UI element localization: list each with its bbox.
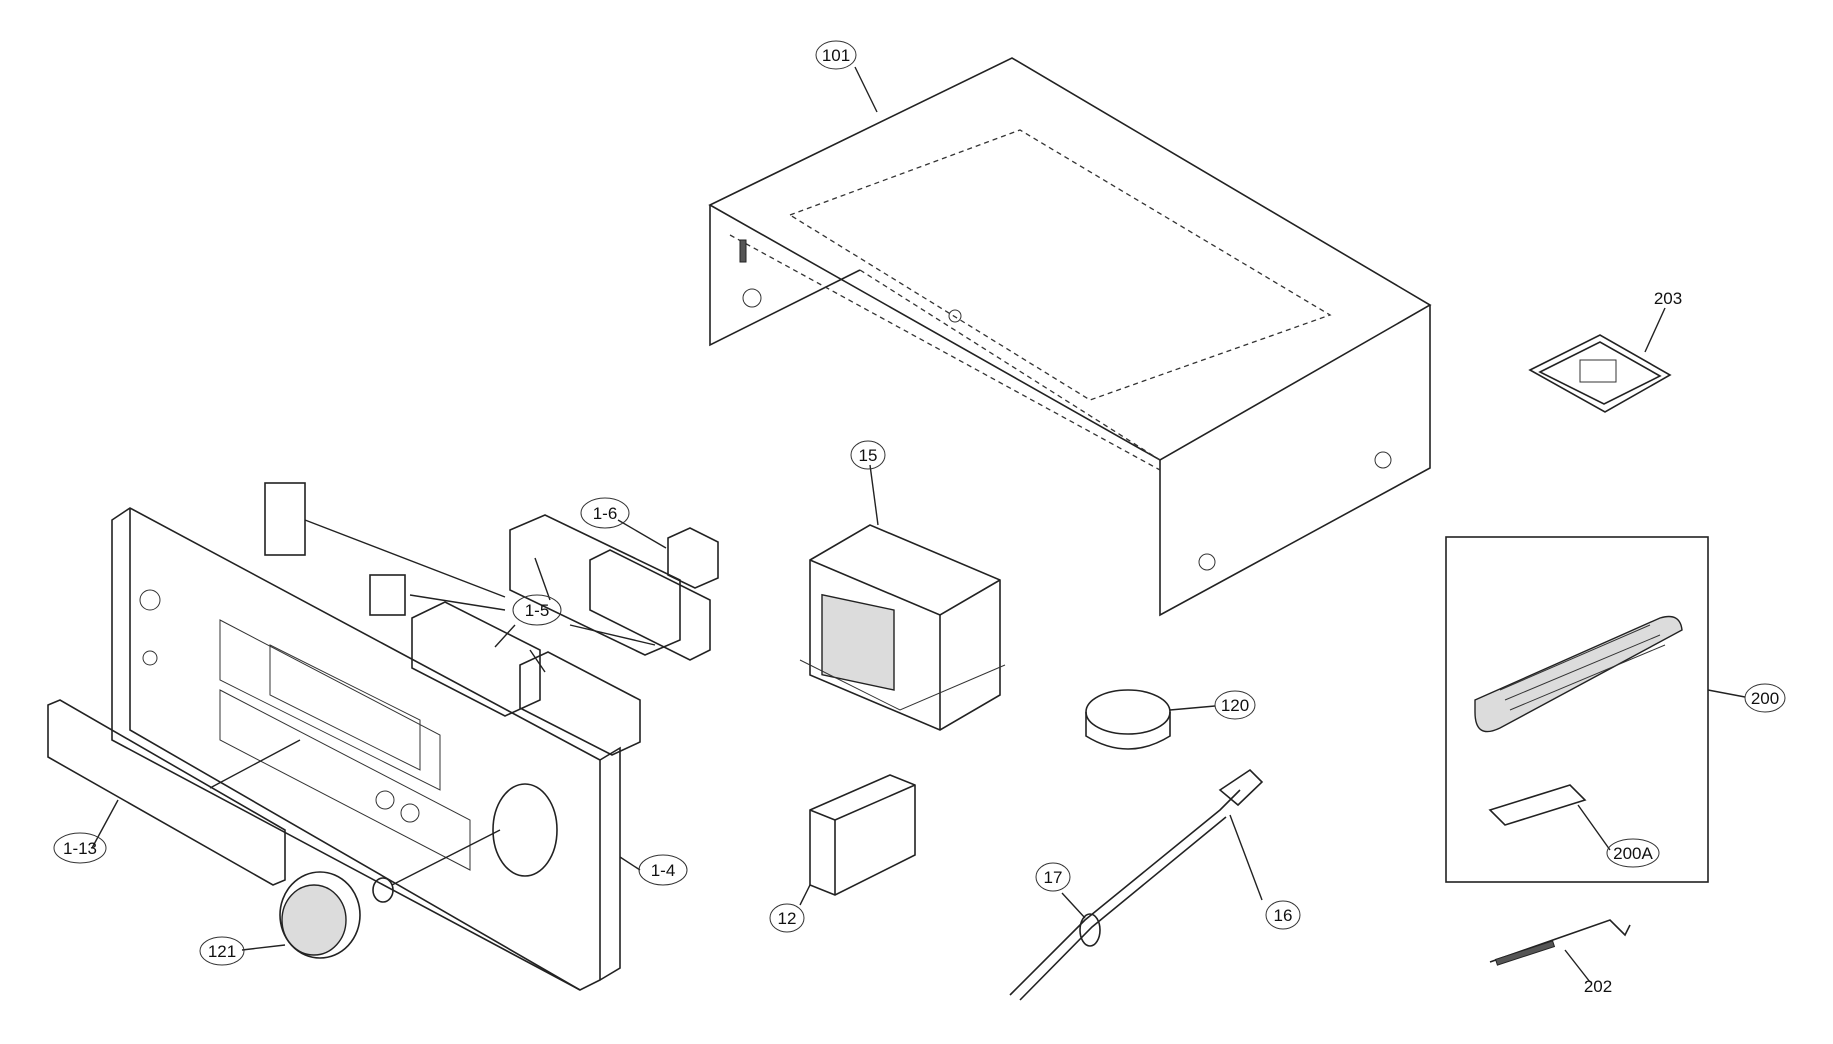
svg-text:15: 15 (859, 446, 878, 465)
callout-1-5: 1-5 (512, 594, 562, 626)
callout-200: 200 (1744, 683, 1786, 713)
svg-text:1-4: 1-4 (651, 861, 676, 880)
callout-202: 202 (1584, 977, 1612, 996)
callout-labels: 101 203 1-6 15 1-5 120 200 1-13 (53, 40, 1786, 996)
part-203-loop-antenna (1528, 307, 1672, 413)
callout-16: 16 (1265, 900, 1301, 930)
svg-text:121: 121 (208, 942, 236, 961)
svg-text:203: 203 (1654, 289, 1682, 308)
callout-12: 12 (769, 903, 805, 933)
callout-15: 15 (850, 440, 886, 470)
callout-1-13: 1-13 (53, 832, 107, 864)
svg-text:16: 16 (1274, 906, 1293, 925)
svg-text:12: 12 (778, 909, 797, 928)
callout-120: 120 (1214, 690, 1256, 720)
part-15-power-transformer (799, 464, 1006, 731)
part-121-volume-knob (241, 829, 501, 959)
svg-text:1-6: 1-6 (593, 504, 618, 523)
svg-text:202: 202 (1584, 977, 1612, 996)
svg-text:1-13: 1-13 (63, 839, 97, 858)
part-17-strain-relief (1061, 892, 1101, 947)
part-1-4-front-panel (111, 507, 641, 991)
part-101-top-cover (708, 57, 1432, 617)
part-200-remote-kit (1445, 536, 1746, 883)
svg-text:200A: 200A (1613, 844, 1653, 863)
part-1-6-jack-board (617, 519, 719, 589)
svg-text:17: 17 (1044, 868, 1063, 887)
callout-1-6: 1-6 (580, 497, 630, 529)
part-120-foot (1085, 689, 1216, 750)
part-16-power-cord (1009, 768, 1264, 1001)
callout-101: 101 (815, 40, 857, 70)
part-12-module (799, 774, 916, 906)
svg-text:120: 120 (1221, 696, 1249, 715)
svg-text:1-5: 1-5 (525, 601, 550, 620)
callout-17: 17 (1035, 862, 1071, 892)
callout-203: 203 (1654, 289, 1682, 308)
part-202-fm-antenna (1489, 919, 1631, 983)
callout-121: 121 (199, 936, 245, 966)
callout-1-4: 1-4 (638, 854, 688, 886)
svg-text:200: 200 (1751, 689, 1779, 708)
callout-200a: 200A (1606, 838, 1660, 868)
part-1-5-pcb-boards (264, 482, 711, 756)
svg-text:101: 101 (822, 46, 850, 65)
part-1-13-window (47, 699, 301, 886)
